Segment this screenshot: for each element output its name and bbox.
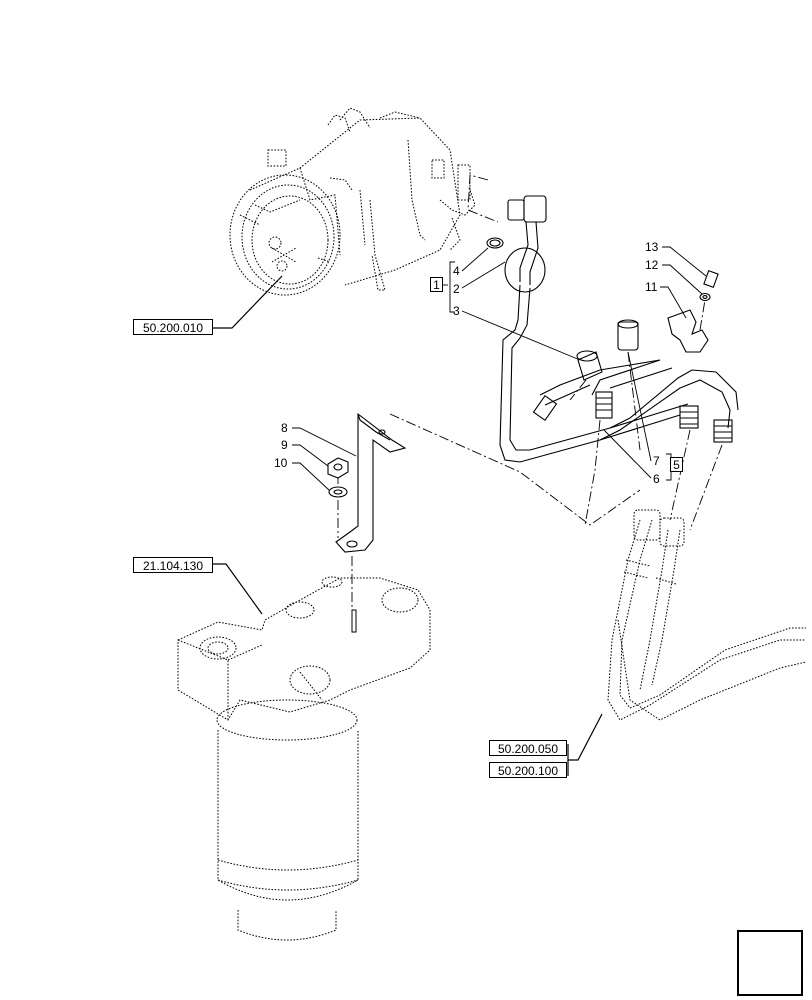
ac-pipe-drawing [486, 195, 739, 463]
callout-7: 7 [653, 454, 660, 468]
callout-9: 9 [281, 438, 288, 452]
callout-2: 2 [453, 282, 460, 296]
phantom-lines [337, 174, 723, 610]
callout-13: 13 [645, 240, 659, 254]
ref-hose-a[interactable]: 50.200.050 [489, 740, 567, 756]
filter-drawing [177, 576, 431, 941]
ref-filter[interactable]: 21.104.130 [133, 557, 213, 573]
callout-4: 4 [453, 264, 460, 278]
compressor-drawing [229, 107, 476, 296]
group-box-5[interactable]: 5 [670, 457, 683, 472]
nav-back-button[interactable] [737, 930, 803, 996]
ref-hose-b[interactable]: 50.200.100 [489, 762, 567, 778]
callout-3: 3 [453, 304, 460, 318]
ref-compressor[interactable]: 50.200.010 [133, 319, 213, 335]
callout-10: 10 [274, 456, 288, 470]
hose-drawing [607, 509, 807, 721]
callout-11: 11 [645, 280, 658, 294]
group-box-1[interactable]: 1 [430, 277, 443, 292]
callout-12: 12 [645, 258, 659, 272]
bracket-drawing [327, 412, 407, 553]
callout-8: 8 [281, 421, 288, 435]
callout-6: 6 [653, 472, 660, 486]
callout-leaders [292, 246, 707, 491]
